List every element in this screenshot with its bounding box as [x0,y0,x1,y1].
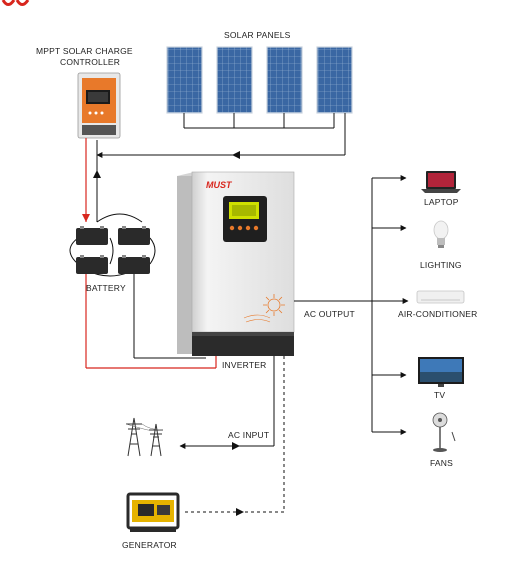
load-label-laptop: LAPTOP [424,197,459,207]
sun-decoration-icon [243,294,285,323]
inverter-display-panel [223,196,267,242]
mppt-label-line2: CONTROLLER [60,57,120,67]
mppt-controller-device [77,72,121,139]
battery-bank [69,213,156,277]
battery-icon [118,226,150,245]
solar-panel [216,46,253,128]
power-grid-tower-icon [125,417,164,457]
mppt-label-line1: MPPT SOLAR CHARGE [36,46,133,56]
generator-wiring [182,356,285,516]
solar-panels-label: SOLAR PANELS [224,30,291,40]
battery-icon [118,255,150,274]
light-bulb-icon [433,220,449,248]
inverter-device: MUST [177,171,295,356]
solar-panel-array [166,46,353,155]
battery-icon [76,226,108,245]
air-conditioner-icon [416,290,465,304]
dc-wiring [82,138,217,369]
fan-icon [432,412,456,452]
solar-panel [316,46,353,128]
inverter-label: INVERTER [222,360,266,370]
ac-output-wiring [294,175,409,435]
load-label-air-conditioner: AIR-CONDITIONER [398,309,478,319]
generator-label: GENERATOR [122,540,177,550]
load-label-tv: TV [434,390,445,400]
battery-icon [76,255,108,274]
corner-logo-fragment [1,0,30,6]
load-label-lighting: LIGHTING [420,260,462,270]
generator-icon [126,492,180,532]
solar-panel [266,46,303,128]
tv-icon [418,357,464,387]
ac-input-label: AC INPUT [228,430,269,440]
ac-output-label: AC OUTPUT [304,309,355,319]
solar-panel [166,46,203,128]
ac-input-wiring [179,356,275,450]
laptop-icon [421,171,461,193]
battery-label: BATTERY [86,283,126,293]
inverter-brand-logo: MUST [206,180,233,190]
load-label-fans: FANS [430,458,453,468]
